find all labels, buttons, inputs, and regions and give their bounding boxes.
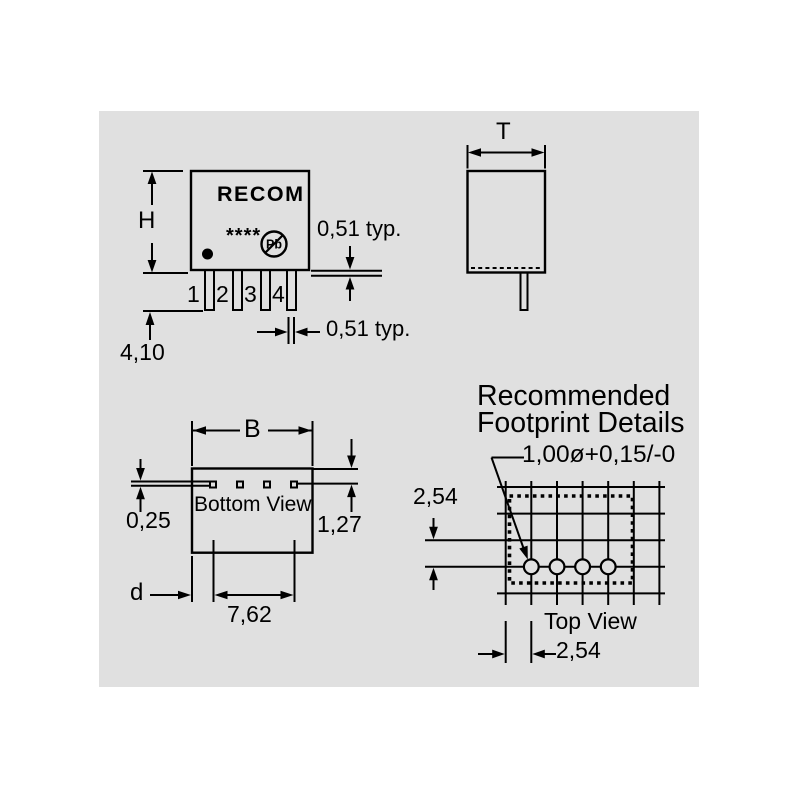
dim-pin-length bbox=[143, 310, 203, 340]
dim-label-T: T bbox=[496, 118, 511, 145]
arrow-down-icon bbox=[429, 526, 438, 540]
arrow-right-icon bbox=[178, 590, 191, 600]
top-view-label: Top View bbox=[544, 608, 637, 634]
arrow-up-icon bbox=[145, 312, 155, 325]
arrow-down-icon bbox=[147, 260, 157, 273]
dim-label-254-pitch: 2,54 bbox=[556, 637, 601, 663]
arrow-left-icon bbox=[295, 327, 308, 337]
marking-text: **** bbox=[226, 225, 262, 247]
pin1-marker-dot bbox=[202, 248, 213, 260]
hole-spec-leader bbox=[490, 456, 528, 560]
dim-width-B bbox=[191, 421, 314, 466]
hole-spec-label: 1,00ø+0,15/-0 bbox=[522, 441, 676, 468]
pin-label-4: 4 bbox=[272, 281, 285, 307]
footprint-holes bbox=[522, 558, 617, 576]
footprint-grid bbox=[425, 481, 665, 605]
arrow-up-icon bbox=[147, 171, 157, 184]
arrow-left-icon bbox=[214, 590, 228, 600]
dim-label-410: 4,10 bbox=[120, 339, 165, 365]
pad-3 bbox=[263, 480, 271, 489]
dim-depth-T bbox=[466, 145, 546, 169]
hole-1 bbox=[522, 558, 540, 576]
arrow-down-icon bbox=[347, 455, 356, 468]
dim-pin-pitch-254 bbox=[478, 621, 556, 663]
arrow-right-icon bbox=[275, 327, 288, 337]
case-outline bbox=[189, 169, 311, 272]
dim-pin-span-762 bbox=[191, 540, 296, 602]
bottom-view-label: Bottom View bbox=[194, 493, 312, 516]
drawing-background bbox=[99, 111, 699, 687]
case-outline bbox=[466, 169, 547, 274]
arrow-left-icon bbox=[532, 649, 545, 659]
arrow-down-icon bbox=[345, 257, 355, 270]
dim-label-d: d bbox=[130, 579, 144, 606]
arrow-up-icon bbox=[429, 567, 438, 581]
arrow-right-icon bbox=[280, 590, 294, 600]
dim-row-offset-127 bbox=[347, 439, 356, 512]
dim-row-pitch-254 bbox=[429, 518, 438, 590]
arrow-up-icon bbox=[136, 486, 145, 500]
dim-label-051-width: 0,51 typ. bbox=[326, 316, 411, 341]
package-outline-dashed bbox=[507, 494, 635, 585]
pad-4 bbox=[290, 480, 298, 489]
pin-label-1: 1 bbox=[187, 281, 200, 307]
pb-free-icon: Pb bbox=[260, 230, 288, 258]
arrow-down-right-icon bbox=[519, 545, 528, 560]
arrow-left-icon bbox=[468, 148, 481, 157]
dim-label-127: 1,27 bbox=[317, 511, 362, 537]
brand-logo-text: RECOM bbox=[217, 182, 305, 206]
footprint-title-line1: Recommended bbox=[477, 380, 671, 412]
arrow-down-icon bbox=[136, 468, 145, 481]
dim-label-H: H bbox=[138, 207, 156, 234]
arrow-right-icon bbox=[492, 649, 505, 659]
pin-4 bbox=[286, 269, 297, 311]
arrow-right-icon bbox=[298, 426, 312, 435]
footprint-view bbox=[425, 456, 665, 663]
dim-label-051-thickness: 0,51 typ. bbox=[317, 216, 402, 241]
arrow-left-icon bbox=[193, 426, 206, 435]
front-view: Pb bbox=[143, 169, 382, 344]
hole-2 bbox=[548, 558, 566, 576]
pin-label-3: 3 bbox=[244, 281, 257, 307]
pad-2 bbox=[236, 480, 244, 489]
hole-3 bbox=[574, 558, 592, 576]
pin-label-2: 2 bbox=[216, 281, 229, 307]
pad-1 bbox=[209, 480, 217, 489]
side-view bbox=[466, 145, 547, 311]
pin bbox=[519, 271, 529, 311]
dim-label-025: 0,25 bbox=[126, 507, 171, 533]
dim-label-B: B bbox=[244, 415, 261, 443]
dim-label-254-row: 2,54 bbox=[413, 483, 458, 509]
dim-edge-offset-d bbox=[150, 590, 191, 600]
pin-2 bbox=[232, 269, 243, 311]
dim-lead-thickness bbox=[311, 246, 382, 301]
footprint-title-line2: Footprint Details bbox=[477, 407, 685, 439]
pin-3 bbox=[260, 269, 271, 311]
arrow-up-icon bbox=[345, 277, 355, 290]
hole-4 bbox=[599, 558, 617, 576]
case-outline bbox=[190, 467, 314, 554]
dim-lead-thickness-025 bbox=[136, 459, 145, 512]
dim-lead-width bbox=[257, 317, 320, 344]
bottom-view bbox=[131, 421, 358, 602]
arrow-up-icon bbox=[347, 484, 356, 498]
dim-height-H bbox=[143, 170, 188, 274]
pin-1 bbox=[204, 269, 215, 311]
arrow-right-icon bbox=[531, 148, 545, 157]
dim-label-762: 7,62 bbox=[227, 601, 272, 627]
